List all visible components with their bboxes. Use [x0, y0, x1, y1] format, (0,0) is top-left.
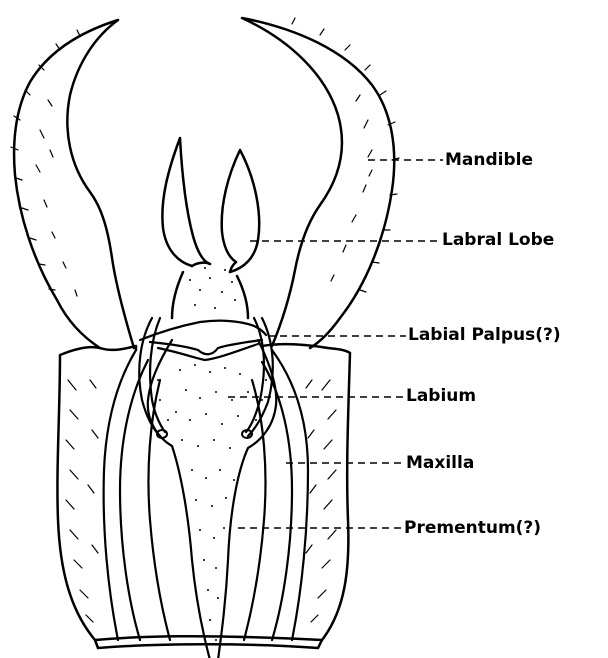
labial-palpus-cap	[140, 321, 266, 360]
labium-body	[148, 340, 276, 658]
label-labium: Labium	[406, 386, 476, 406]
label-labral-lobe: Labral Lobe	[442, 230, 554, 250]
label-labial-palpus: Labial Palpus(?)	[408, 325, 561, 345]
right-mandible	[242, 18, 394, 348]
label-maxilla: Maxilla	[406, 453, 474, 473]
left-mandible	[14, 20, 134, 348]
label-prementum: Prementum(?)	[404, 518, 541, 538]
basal-plate	[95, 636, 322, 648]
label-mandible: Mandible	[445, 150, 533, 170]
left-maxilla	[104, 350, 170, 640]
right-maxilla	[244, 350, 308, 640]
labral-lobe	[162, 138, 259, 272]
